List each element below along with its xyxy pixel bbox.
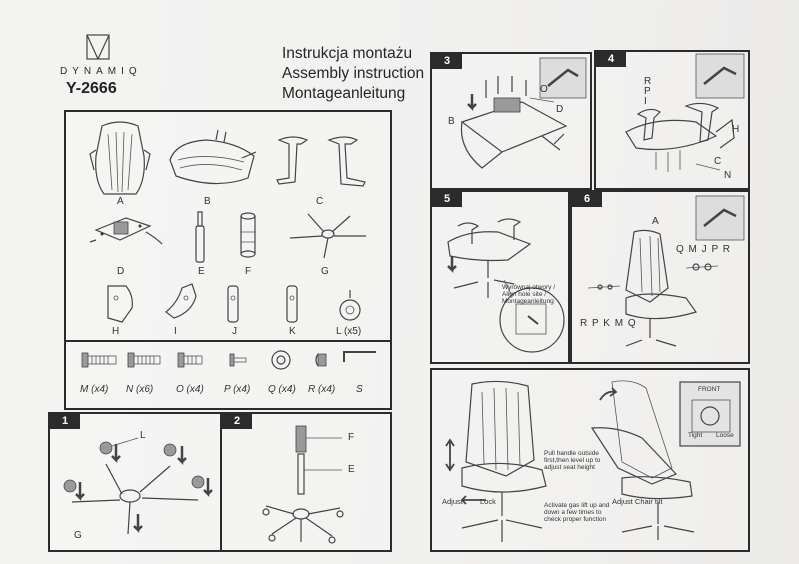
screw-p-icon	[229, 353, 247, 367]
nut-r-icon	[315, 353, 327, 367]
loose-label: Loose	[716, 432, 734, 439]
adjust-label: Adjust	[442, 497, 463, 506]
gas-lift-note: Activate gas lift up and down a few time…	[544, 502, 610, 523]
step-4-label-n: N	[724, 170, 732, 181]
step-5-panel: 5 Wyrównaj otwory / Align hole site / Mo…	[430, 190, 570, 364]
step-4-label-h: H	[732, 124, 740, 135]
part-label-f: F	[245, 266, 252, 277]
step-6-number: 6	[572, 192, 602, 207]
part-h-cover-icon	[107, 285, 133, 323]
parts-panel: A B C D E	[64, 110, 392, 342]
bolt-m-icon	[81, 352, 117, 368]
step-3-panel: 3 O D B	[430, 52, 592, 190]
logo-mark-icon	[86, 34, 110, 60]
part-f-cover-icon	[240, 212, 256, 258]
step-3-seat-mechanism-drawing	[460, 76, 568, 169]
allen-key-s-icon	[343, 351, 376, 362]
brand-logo: DYNAMIQ Y-2666	[60, 28, 140, 102]
step-6-allen-key-icon	[695, 195, 745, 241]
part-label-c: C	[316, 196, 324, 207]
part-label-i: I	[174, 326, 177, 337]
step-6-label-a: A	[652, 216, 659, 227]
part-k-cover-icon	[286, 285, 298, 323]
part-label-k: K	[289, 326, 296, 337]
seat-height-note: Pull handle outside first,then level up …	[544, 450, 601, 471]
step-4-allen-key-icon	[695, 53, 745, 99]
title-block: Instrukcja montażu Assembly instruction …	[282, 44, 424, 104]
step-4-number: 4	[596, 52, 626, 67]
hardware-label-m: M (x4)	[80, 384, 109, 395]
hardware-label-o: O (x4)	[176, 384, 204, 395]
adjustment-chair-drawing	[445, 380, 547, 542]
adjustment-panel: Pull handle outside first,then level up …	[430, 368, 750, 552]
step-1-panel: 1 L G	[48, 412, 222, 552]
step-4-label-c: C	[714, 156, 722, 167]
title-en: Assembly instruction	[282, 65, 425, 82]
part-d-mechanism-icon	[89, 217, 163, 245]
step-1-number: 1	[50, 414, 80, 429]
chair-tilt-note: Adjust Chair tilt	[612, 497, 663, 506]
hardware-panel: M (x4) N (x6) O (x4) P (x4) Q (x4) R (x4…	[64, 340, 392, 410]
front-label: FRONT	[698, 386, 721, 393]
step-3-allen-key-icon	[539, 57, 587, 99]
step-2-panel: 2 F E	[220, 412, 392, 552]
step-1-label-g: G	[74, 530, 82, 541]
part-label-a: A	[117, 196, 124, 207]
part-label-h: H	[112, 326, 120, 337]
step-2-label-e: E	[348, 464, 355, 475]
title-de: Montageanleitung	[282, 85, 406, 102]
step-5-assembly-drawing	[447, 218, 565, 353]
tilt-knob-detail-icon	[679, 381, 741, 447]
part-label-l: L (x5)	[336, 326, 362, 337]
hardware-label-s: S	[356, 384, 363, 395]
step-3-label-d: D	[556, 104, 564, 115]
step-6-panel: 6 A Q M J P R R P K M Q	[570, 190, 750, 364]
step-5-number: 5	[432, 192, 462, 207]
step-4-label-p: P	[644, 86, 651, 97]
part-c-armrests-icon	[276, 136, 366, 187]
hardware-label-q: Q (x4)	[268, 384, 296, 395]
step-4-armrest-drawing	[625, 102, 735, 172]
step-4-panel: 4 R P I H C N	[594, 50, 750, 190]
step-6-label-bottom: R P K M Q	[580, 318, 636, 329]
part-label-j: J	[232, 326, 237, 337]
part-b-seat-icon	[169, 129, 257, 185]
lock-label: Lock	[480, 497, 496, 506]
brand-name: DYNAMIQ	[60, 66, 142, 77]
step-6-backrest-drawing	[587, 229, 719, 347]
step-1-base-drawing	[63, 437, 213, 535]
model-number: Y-2666	[66, 80, 117, 97]
hardware-label-p: P (x4)	[224, 384, 251, 395]
part-label-d: D	[117, 266, 125, 277]
bolt-o-icon	[177, 352, 203, 368]
step-6-label-top: Q M J P R	[676, 244, 730, 255]
step-2-number: 2	[222, 414, 252, 429]
step-1-label-l: L	[140, 430, 146, 441]
part-l-caster-icon	[339, 290, 361, 321]
part-a-backrest-icon	[89, 121, 151, 195]
hardware-label-n: N (x6)	[126, 384, 154, 395]
bolt-n-icon	[127, 352, 161, 368]
step-4-label-i: I	[644, 96, 647, 107]
title-pl: Instrukcja montażu	[282, 45, 413, 62]
step-3-label-b: B	[448, 116, 455, 127]
tight-label: Tight	[688, 432, 703, 439]
step-4-label-r: R	[644, 76, 652, 87]
step-3-number: 3	[432, 54, 462, 69]
part-i-cover-icon	[165, 283, 197, 319]
step-2-gaslift-drawing	[262, 425, 344, 544]
hardware-label-r: R (x4)	[308, 384, 336, 395]
tilt-chair-drawing	[590, 380, 695, 540]
part-label-b: B	[204, 196, 211, 207]
part-e-gaslift-icon	[195, 211, 205, 263]
part-g-base-icon	[289, 213, 366, 259]
step-3-label-o: O	[540, 84, 548, 95]
step-5-align-note: Wyrównaj otwory / Align hole site / Mont…	[502, 284, 556, 305]
washer-q-icon	[271, 350, 291, 370]
part-j-cover-icon	[227, 285, 239, 323]
part-label-g: G	[321, 266, 329, 277]
step-2-label-f: F	[348, 432, 355, 443]
part-label-e: E	[198, 266, 205, 277]
